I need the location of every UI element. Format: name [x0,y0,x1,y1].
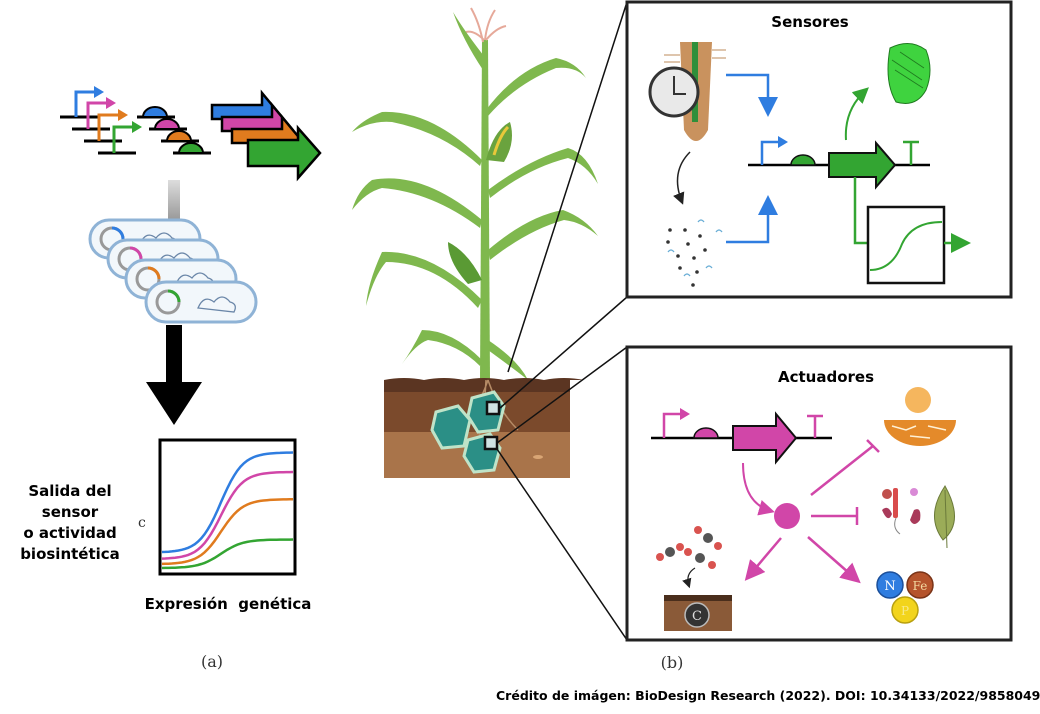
y-axis-label: Salida del sensor o actividad biosintéti… [20,482,120,563]
bacterium-green [144,280,258,324]
panel-a: c Salida del sensor o actividad biosinté… [20,86,322,671]
chart-frame [158,438,297,576]
panel-a-label: (a) [201,652,223,671]
promoter-blue [60,86,104,119]
response-curve-magenta [161,470,294,560]
promoter-magenta [72,97,116,131]
sensor-circuit [748,136,930,190]
bacteria-stack [88,218,258,324]
co2-molecules-icon [656,526,722,569]
promoter-orange [84,109,128,143]
carbon-storage-arrow [682,567,696,589]
y-label-line-3: o actividad [23,524,116,542]
exudate-arrow [673,151,691,205]
actuator-circuit [651,408,832,465]
fluorescent-protein-icon [887,43,931,104]
nutrient-fe: Fe [913,579,928,593]
effector-molecule [774,503,800,529]
nutrient-p: P [901,604,909,618]
panel-b: Sensores [352,0,1013,672]
connector-bar [168,180,180,220]
chemical-input-arrow [726,195,778,244]
actuators-title: Actuadores [778,368,874,386]
response-link [853,177,868,245]
y-label-line-1: Salida del [28,482,111,500]
pathogens-icon [882,488,921,535]
cds-arrows [210,89,322,182]
response-curve-orange [161,498,293,566]
promoter-green [98,121,142,155]
response-curve-blue [161,451,294,554]
clock-input-arrow [726,73,778,117]
y-label-line-4: biosintética [20,545,120,563]
response-curve-green [161,538,294,570]
rbs-stack [137,106,211,155]
x-axis-label: Expresión genética [145,595,312,613]
soil-carbon-icon: C [664,595,732,631]
zoom-connector-lines [496,1,628,641]
zoom-marker-actuators [483,435,499,451]
maize-plant [352,7,598,380]
y-label-line-2: sensor [42,503,99,521]
clock-icon [648,66,700,118]
response-curve-box [866,205,946,285]
response-chart: c [138,438,297,576]
root-nodules [430,379,519,474]
sensors-title: Sensores [771,13,848,31]
down-arrow-icon [146,325,202,425]
product-arrow [742,462,775,516]
leaf-icon [934,485,955,549]
panel-b-label: (b) [661,653,684,672]
sensors-box: Sensores [625,0,1013,299]
chart-curves [161,451,294,570]
drought-icon [884,387,956,446]
y-tick-label: c [138,515,146,531]
zoom-marker-sensors [485,400,501,416]
carbon-symbol: C [692,609,702,624]
carbon-sequestration-arrow [744,537,782,581]
inhibition-lines [810,439,880,525]
nutrient-arrow [807,536,861,584]
image-credit: Crédito de imágen: BioDesign Research (2… [496,688,1040,703]
nutrient-n: N [884,579,895,594]
signal-molecules-icon [666,219,723,287]
nutrients-icon: N Fe P [876,571,934,624]
protein-output-arrow [844,87,869,141]
actuators-box: Actuadores [625,345,1013,642]
genetic-parts-library [60,86,322,182]
